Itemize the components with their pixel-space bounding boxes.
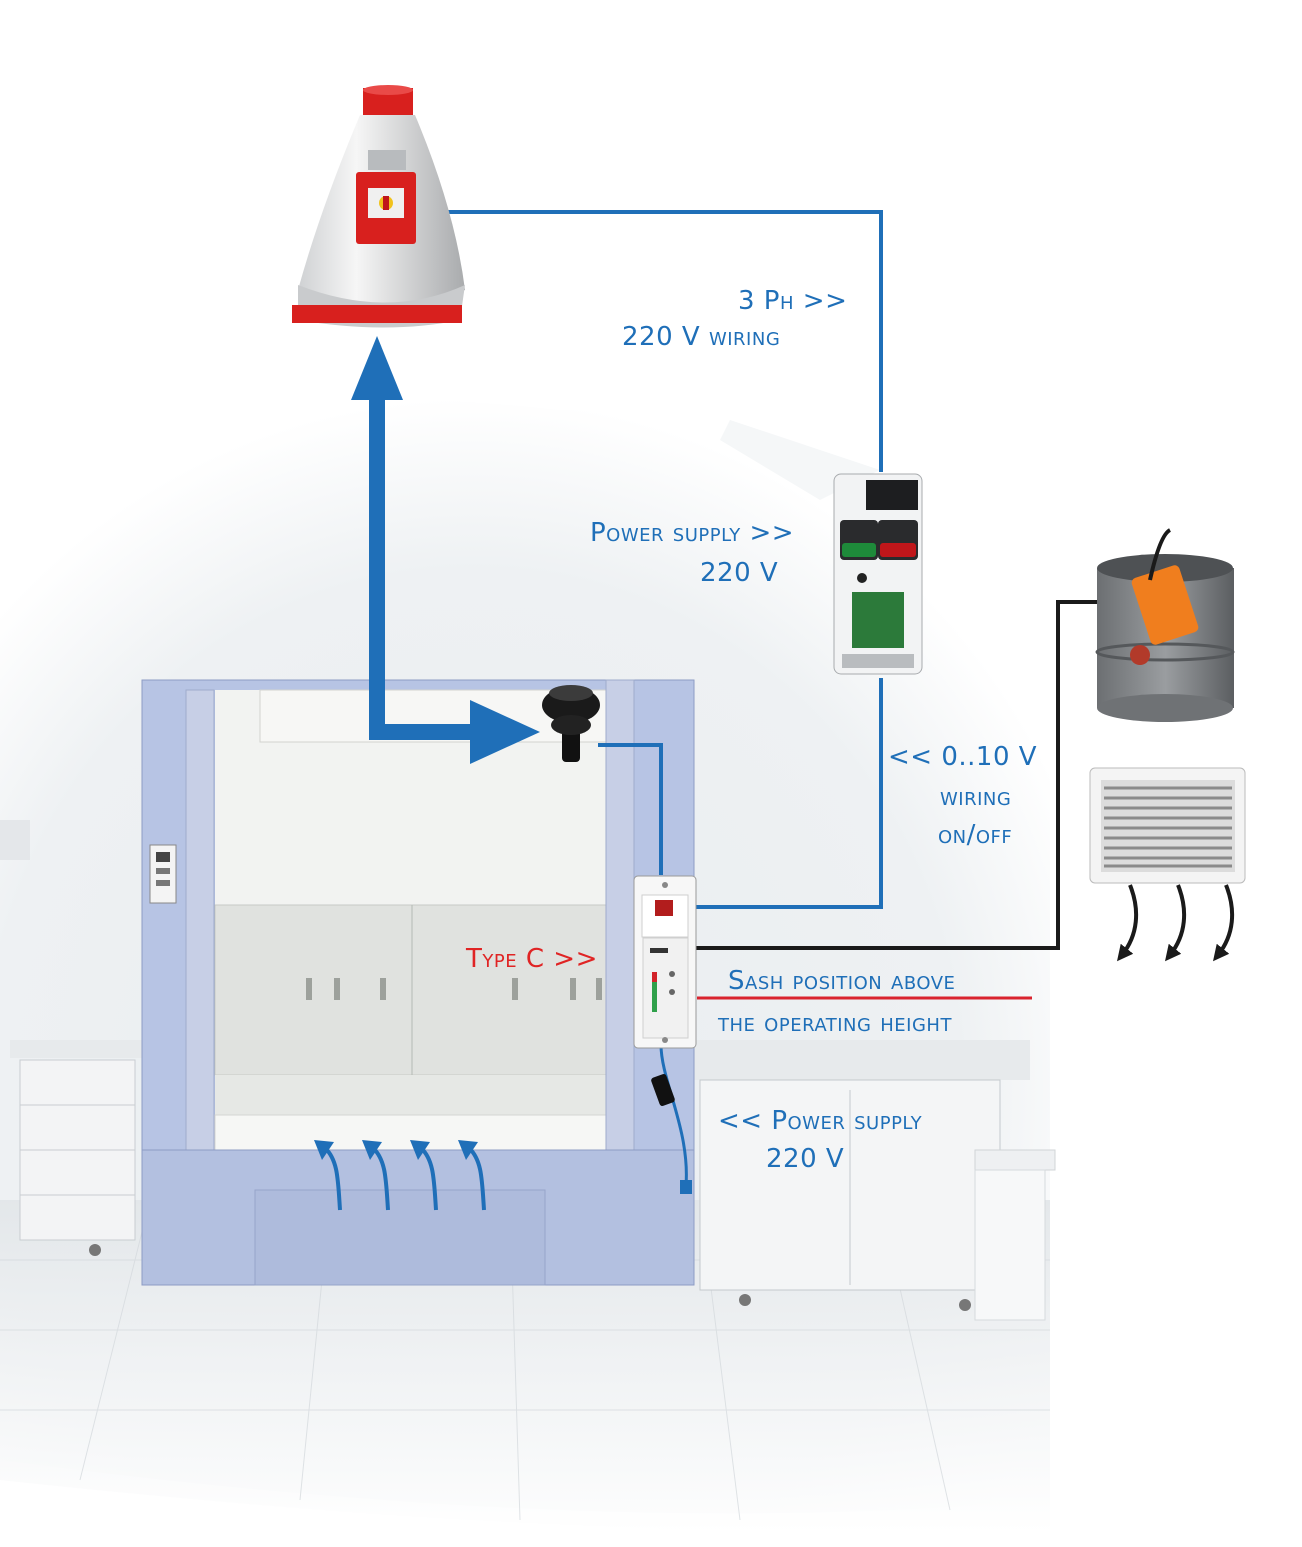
grille-outflow-arrows bbox=[1117, 884, 1235, 962]
left-lab-cabinet bbox=[0, 820, 150, 1256]
inverter-to-controller-wire bbox=[692, 678, 883, 909]
power-supply-bottom-voltage: 220 V bbox=[766, 1144, 844, 1174]
power-supply-top-voltage: 220 V bbox=[700, 558, 778, 588]
signal-text-1: << 0..10 V bbox=[888, 742, 1038, 772]
power-supply-top-voltage-text: 220 V bbox=[700, 558, 779, 588]
sash-text-1: Sash position above bbox=[728, 966, 956, 996]
fume-hood bbox=[141, 679, 695, 1286]
roof-fan-icon bbox=[292, 85, 465, 328]
inverter-drive-icon bbox=[833, 473, 923, 675]
right-lab-cabinet bbox=[690, 1040, 1056, 1321]
wiring-220-label: 220 V wiring bbox=[622, 322, 780, 352]
air-grille-icon bbox=[1089, 767, 1246, 884]
fan-to-inverter-wire bbox=[447, 210, 883, 472]
three-phase-text: 3 Ph >> bbox=[738, 286, 848, 316]
airflow-controller-icon bbox=[633, 875, 697, 1194]
sash-label-1: Sash position above bbox=[728, 966, 955, 996]
sash-label-2: the operating height bbox=[718, 1008, 952, 1038]
sash-text-2: the operating height bbox=[718, 1008, 952, 1038]
type-c-label: Type C >> bbox=[466, 944, 598, 974]
wiring-220-text: 220 V wiring bbox=[622, 322, 781, 352]
type-c-text: Type C >> bbox=[466, 944, 598, 974]
power-supply-bottom-text: << Power supply bbox=[718, 1106, 923, 1136]
blue-wiring bbox=[447, 210, 883, 1186]
signal-text-3: on/off bbox=[938, 820, 1013, 850]
power-cable bbox=[659, 1044, 688, 1186]
power-supply-top-label: Power supply >> bbox=[590, 518, 794, 548]
motorized-damper-icon bbox=[1095, 528, 1235, 722]
signal-label-1: << 0..10 V bbox=[888, 742, 1037, 772]
signal-text-2: wiring bbox=[940, 782, 1012, 812]
inflow-arrows bbox=[314, 1140, 486, 1211]
exhaust-arrow bbox=[351, 336, 540, 764]
sensor-to-controller-wire bbox=[598, 743, 663, 875]
signal-label-3: on/off bbox=[938, 820, 1012, 850]
three-phase-label: 3 Ph >> bbox=[738, 286, 847, 316]
power-supply-bottom-voltage-text: 220 V bbox=[766, 1144, 845, 1174]
power-supply-top-text: Power supply >> bbox=[590, 518, 795, 548]
signal-label-2: wiring bbox=[940, 782, 1011, 812]
airflow-sensor-icon bbox=[542, 685, 600, 762]
power-supply-bottom-label: << Power supply bbox=[718, 1106, 922, 1136]
controller-to-damper-wire bbox=[692, 600, 1097, 950]
